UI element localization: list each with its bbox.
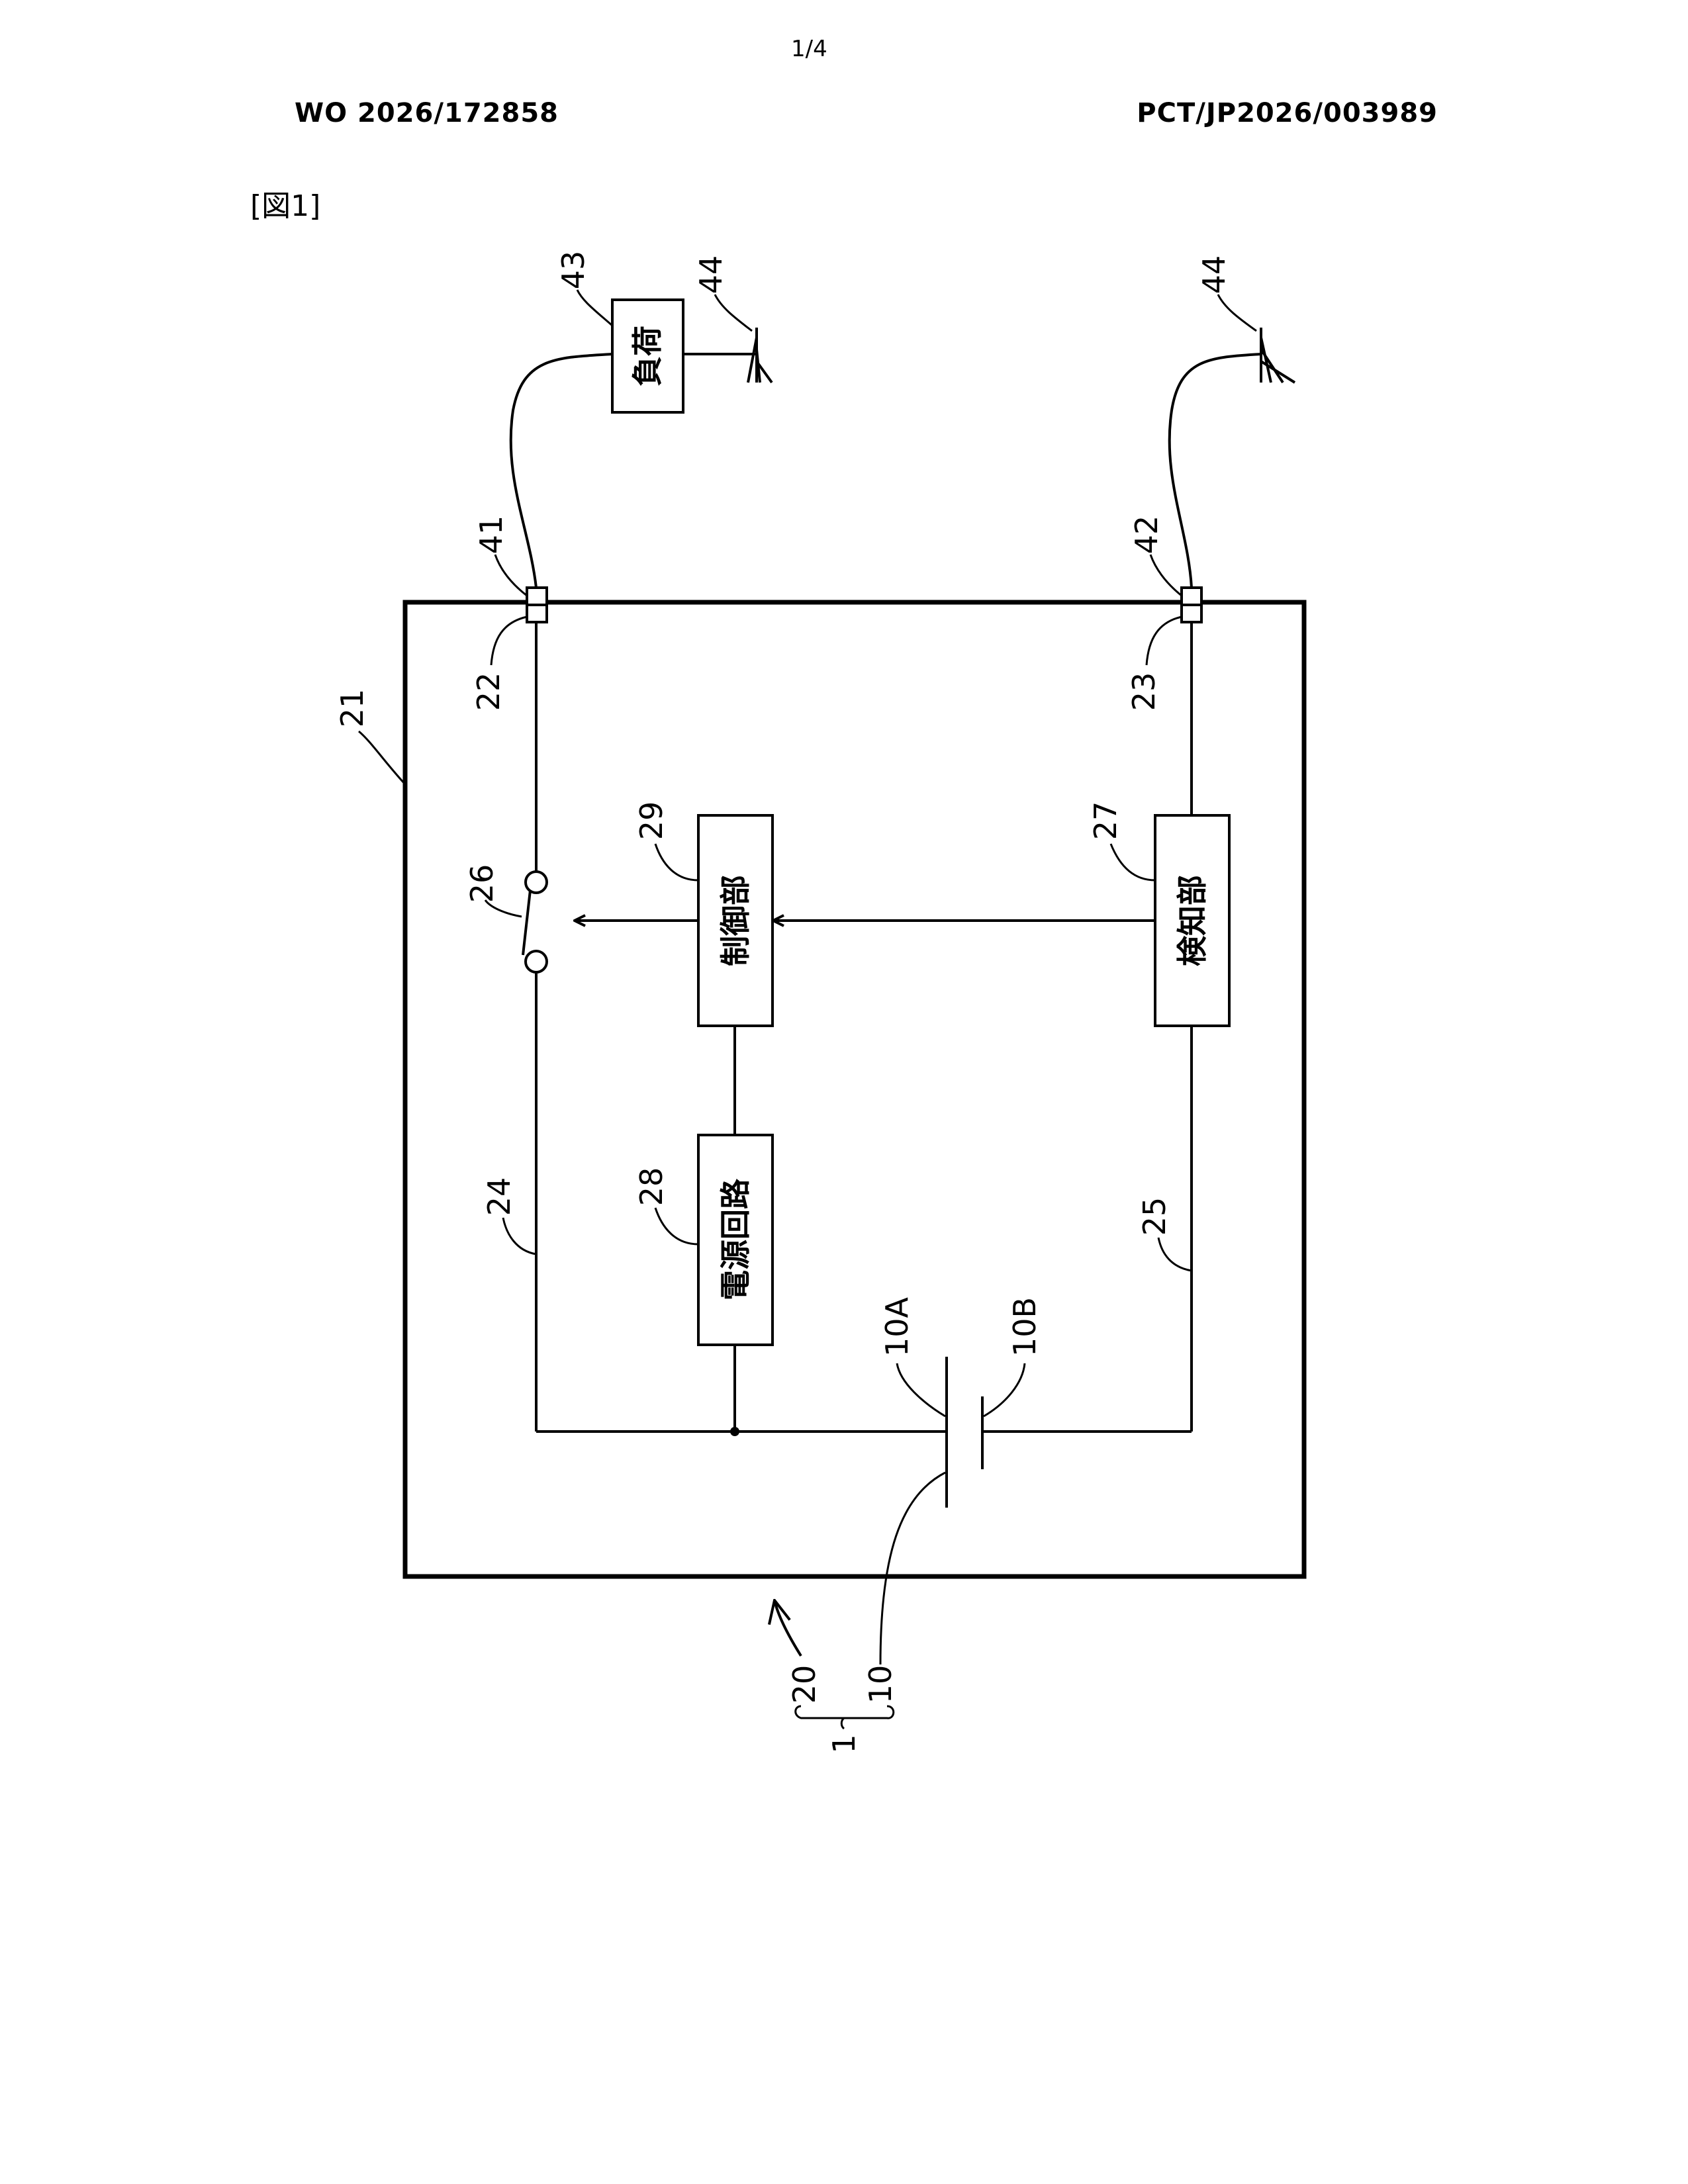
leader-10B xyxy=(984,1363,1025,1416)
leader-41 xyxy=(495,555,527,596)
ref-24: 24 xyxy=(481,1177,517,1216)
arrow-20 xyxy=(774,1600,801,1656)
ref-27: 27 xyxy=(1088,801,1123,841)
leader-44a xyxy=(715,295,752,331)
leader-43 xyxy=(577,290,612,326)
switch-blade xyxy=(523,890,530,955)
ground-symbol-right xyxy=(1261,328,1295,383)
junction-dot xyxy=(730,1427,739,1436)
ref-44-right: 44 xyxy=(1196,255,1232,295)
wire-41-to-load xyxy=(511,354,612,588)
connector-23 xyxy=(1182,605,1201,622)
connector-22 xyxy=(527,605,547,622)
leader-10A xyxy=(897,1363,945,1416)
power-supply-label: 電源回路 xyxy=(718,1178,753,1300)
control-unit-label: 制御部 xyxy=(718,875,753,966)
ref-22: 22 xyxy=(471,672,506,711)
bracket-1-20-10 xyxy=(796,1706,894,1729)
leader-10 xyxy=(880,1473,945,1664)
load-label: 負荷 xyxy=(630,326,665,387)
ref-10B: 10B xyxy=(1007,1297,1043,1357)
ref-26: 26 xyxy=(464,864,500,903)
ref-10A: 10A xyxy=(879,1297,915,1357)
ref-42: 42 xyxy=(1129,516,1164,555)
ref-44-left: 44 xyxy=(693,255,729,295)
ref-25: 25 xyxy=(1137,1197,1172,1236)
ref-41: 41 xyxy=(473,516,509,555)
leader-21 xyxy=(359,731,405,784)
connector-42 xyxy=(1182,588,1201,605)
wire-42-to-ground xyxy=(1170,354,1261,588)
ref-20: 20 xyxy=(786,1665,822,1704)
leader-44b xyxy=(1218,295,1256,331)
leader-24 xyxy=(503,1218,536,1254)
leader-29 xyxy=(655,844,698,880)
switch-contact-bottom xyxy=(526,951,547,972)
ref-43: 43 xyxy=(555,251,591,290)
leader-25 xyxy=(1158,1238,1192,1271)
ref-21: 21 xyxy=(334,689,370,728)
ref-28: 28 xyxy=(633,1167,669,1206)
leader-22 xyxy=(491,617,527,665)
ref-10: 10 xyxy=(863,1665,898,1704)
connector-41 xyxy=(527,588,547,605)
detection-unit-label: 検知部 xyxy=(1174,875,1210,966)
ref-23: 23 xyxy=(1126,672,1162,711)
ref-29: 29 xyxy=(633,801,669,841)
leader-23 xyxy=(1147,617,1182,665)
leader-27 xyxy=(1111,844,1155,880)
leader-42 xyxy=(1150,555,1182,596)
switch-contact-top xyxy=(526,872,547,893)
leader-28 xyxy=(655,1208,698,1244)
ref-1: 1 xyxy=(826,1734,862,1753)
